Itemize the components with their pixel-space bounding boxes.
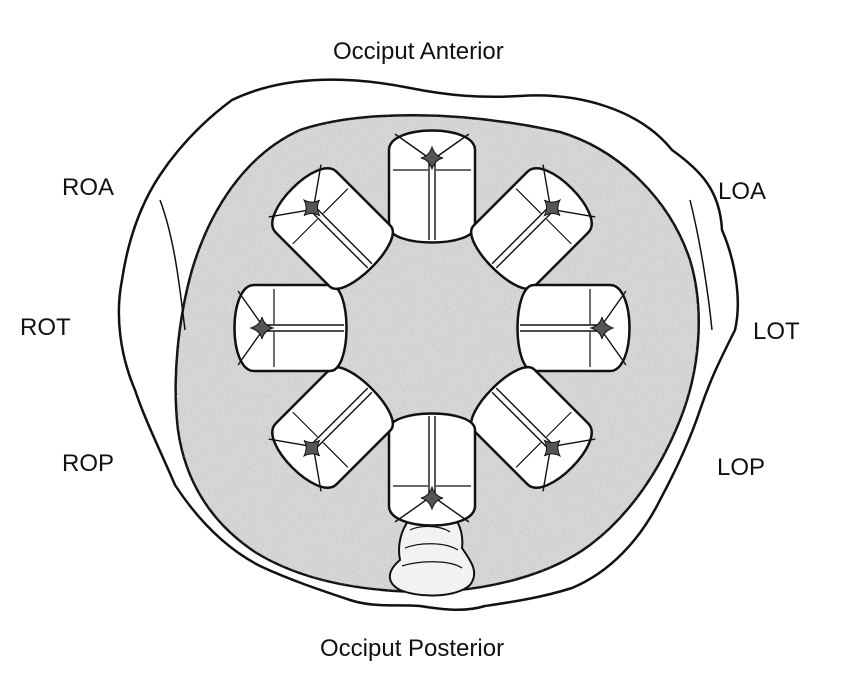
posterior-fontanelle (543, 439, 562, 458)
fetal-heads-group (233, 129, 631, 527)
posterior-fontanelle (302, 439, 321, 458)
label-rot: ROT (20, 314, 71, 341)
lambdoid-suture (601, 290, 627, 366)
posterior-fontanelle (420, 145, 444, 171)
coronal-hint (515, 188, 572, 245)
bone-ridge-left (159, 199, 186, 331)
bone-ridge-right (689, 199, 713, 331)
fetal-head-right-occiput-posterior (268, 366, 394, 492)
lambdoid-suture (268, 438, 322, 492)
coronal-hint (292, 188, 349, 245)
fetal-head-occiput-posterior (387, 412, 477, 527)
fetal-head-left-occiput-transverse (516, 283, 631, 373)
posterior-fontanelle (420, 485, 444, 511)
lambdoid-suture (237, 290, 263, 366)
sagittal-suture (428, 416, 436, 498)
label-roa: ROA (62, 174, 115, 201)
sagittal-suture (520, 324, 602, 332)
fetal-head-right-occiput-transverse (233, 283, 348, 373)
label-occiput-anterior: Occiput Anterior (333, 38, 504, 65)
lambdoid-suture (394, 133, 470, 159)
sagittal-suture (262, 324, 344, 332)
posterior-fontanelle (589, 316, 615, 340)
lambdoid-suture (542, 164, 596, 218)
sagittal-suture (491, 387, 555, 451)
fetal-head-right-occiput-anterior (268, 164, 394, 290)
lambdoid-suture (268, 164, 322, 218)
label-occiput-posterior: Occiput Posterior (320, 635, 505, 662)
posterior-fontanelle (302, 198, 321, 217)
lambdoid-suture (394, 497, 470, 523)
sagittal-suture (309, 205, 373, 269)
label-rop: ROP (62, 450, 115, 477)
label-lot: LOT (753, 318, 800, 345)
fetal-head-occiput-anterior (387, 129, 477, 244)
label-loa: LOA (718, 178, 767, 205)
sagittal-suture (428, 158, 436, 240)
sagittal-suture (491, 205, 555, 269)
skull-outline (271, 167, 394, 290)
coronal-hint (515, 411, 572, 468)
lambdoid-suture (542, 438, 596, 492)
posterior-fontanelle (543, 198, 562, 217)
coronal-hint (292, 411, 349, 468)
sagittal-suture (309, 387, 373, 451)
posterior-fontanelle (249, 316, 275, 340)
label-lop: LOP (717, 454, 766, 481)
